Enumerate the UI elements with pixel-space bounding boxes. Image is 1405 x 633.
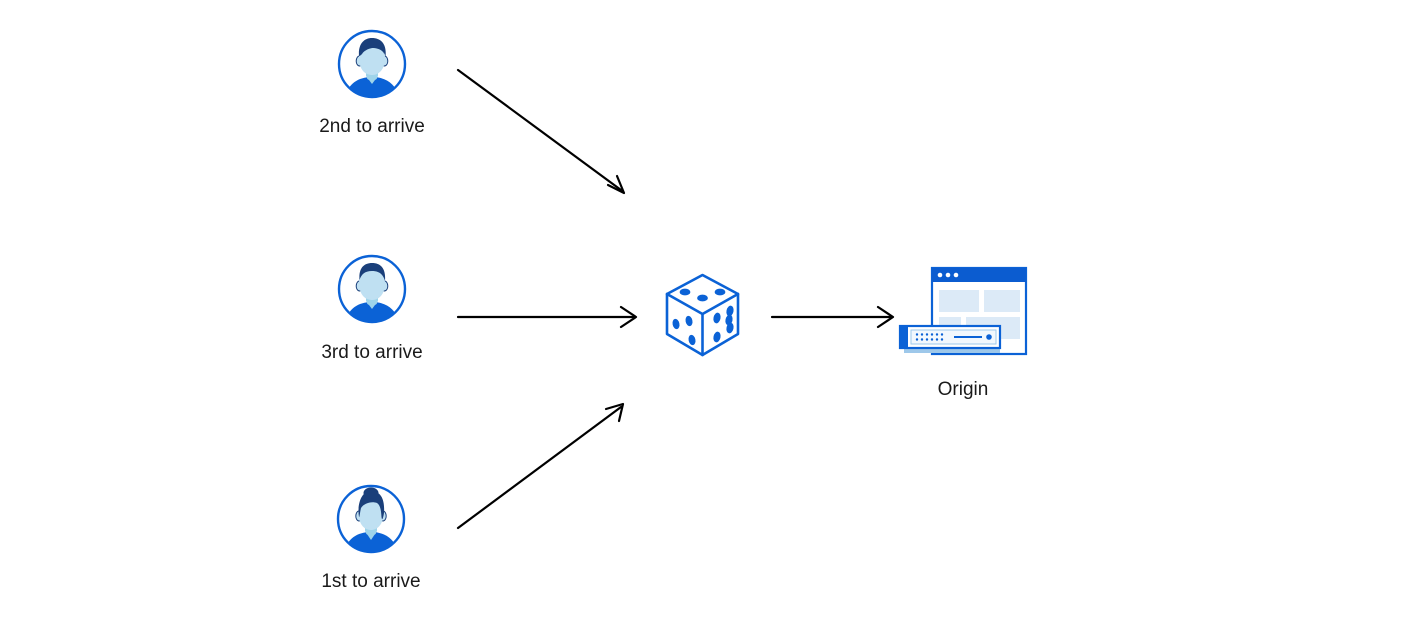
origin-server-icon[interactable] bbox=[896, 258, 1032, 368]
user-avatar-icon-2nd[interactable] bbox=[336, 28, 408, 100]
user-avatar-icon-1st[interactable] bbox=[335, 483, 407, 555]
user-label-2nd: 2nd to arrive bbox=[319, 116, 425, 137]
origin-label: Origin bbox=[937, 379, 989, 400]
user-label-1st: 1st to arrive bbox=[321, 571, 421, 592]
browser-window-dots bbox=[937, 272, 959, 278]
user-label-3rd: 3rd to arrive bbox=[321, 342, 423, 363]
rack-server-device bbox=[898, 324, 1002, 353]
edge-3rd-to-randomizer bbox=[456, 305, 638, 329]
dice-icon[interactable] bbox=[660, 270, 745, 360]
edge-1st-to-randomizer bbox=[456, 402, 625, 530]
user-avatar-icon-3rd[interactable] bbox=[336, 253, 408, 325]
edge-randomizer-to-origin bbox=[770, 305, 895, 329]
